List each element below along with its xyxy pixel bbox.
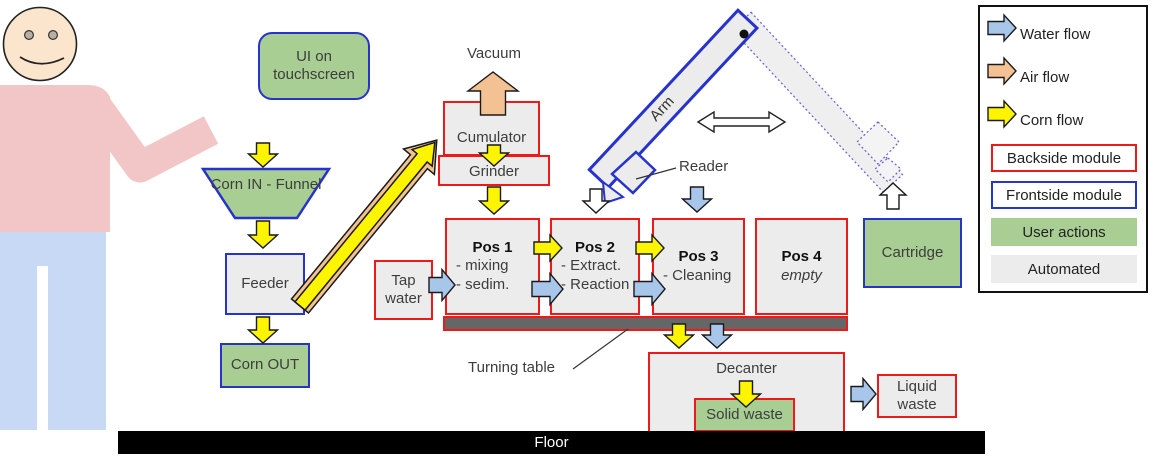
vacuum-label: Vacuum bbox=[467, 45, 521, 62]
corn-flow-arrow-grinder-to-pos1 bbox=[477, 186, 511, 215]
turning-table-pointer-line bbox=[572, 328, 629, 370]
water-flow-arrow-tap-to-pos1 bbox=[428, 267, 456, 303]
person-eye-left bbox=[24, 30, 35, 41]
tap-water-module: Tap water bbox=[374, 260, 433, 320]
ui-touchscreen-module: UI on touchscreen bbox=[258, 32, 370, 100]
person-torso bbox=[0, 85, 110, 232]
pos3-line1: - Cleaning bbox=[663, 266, 732, 284]
tap-water-label: Tap water bbox=[385, 271, 422, 307]
corn-out-label: Corn OUT bbox=[230, 356, 300, 374]
corn-flow-arrow-pos2-to-pos3 bbox=[635, 233, 665, 263]
arm-ghost-position bbox=[731, 11, 904, 194]
ui-touchscreen-label: UI on touchscreen bbox=[273, 47, 355, 83]
legend-corn-flow-arrow bbox=[987, 99, 1017, 129]
pos3-module: Pos 3 - Cleaning bbox=[652, 218, 745, 315]
pos4-title: Pos 4 bbox=[781, 248, 822, 266]
corn-in-funnel-shape bbox=[200, 167, 332, 220]
air-flow-arrow-vacuum bbox=[465, 71, 521, 116]
turning-table-label: Turning table bbox=[468, 359, 555, 376]
person-arm bbox=[79, 90, 219, 183]
reader-pointer-line bbox=[635, 167, 677, 180]
robot-arm bbox=[587, 8, 760, 190]
floor-label: Floor bbox=[534, 434, 569, 451]
arm-swing-arrow bbox=[696, 110, 787, 134]
legend-water-flow-label: Water flow bbox=[1020, 26, 1091, 43]
person-legs bbox=[0, 232, 106, 430]
legend: Water flow Air flow Corn flow Backside m… bbox=[978, 5, 1148, 293]
pos1-title: Pos 1 bbox=[472, 239, 513, 257]
pos4-line1: empty bbox=[781, 266, 822, 284]
corn-flow-arrow-decanter-to-solid bbox=[729, 380, 763, 408]
corn-flow-arrow-table-to-decanter bbox=[662, 323, 696, 349]
legend-frontside-module: Frontside module bbox=[991, 181, 1137, 209]
water-flow-arrow-pos2-to-pos3 bbox=[633, 271, 666, 307]
cumulator-label: Cumulator bbox=[456, 128, 527, 146]
person-eye-right bbox=[47, 30, 58, 41]
corn-flow-arrow-feeder-to-cornout bbox=[246, 316, 280, 344]
pos2-line1: - Extract. bbox=[561, 257, 622, 275]
reader-label: Reader bbox=[679, 158, 729, 175]
corn-out-module: Corn OUT bbox=[220, 343, 310, 388]
solid-waste-label: Solid waste bbox=[706, 405, 783, 423]
legend-air-flow-arrow bbox=[987, 56, 1017, 86]
pos3-title: Pos 3 bbox=[678, 248, 719, 266]
reader-device bbox=[610, 150, 657, 195]
water-flow-arrow-pos1-to-pos2 bbox=[531, 271, 564, 307]
arm-ghost-reader bbox=[856, 121, 900, 165]
legend-user-actions: User actions bbox=[991, 218, 1137, 246]
corn-in-funnel-label: Corn IN - Funnel bbox=[210, 176, 322, 193]
legend-corn-flow-label: Corn flow bbox=[1020, 112, 1084, 129]
pos4-module: Pos 4 empty bbox=[755, 218, 848, 315]
water-flow-arrow-decanter-to-liquid bbox=[850, 376, 877, 412]
water-flow-arrow-table-to-decanter bbox=[700, 323, 734, 349]
liquid-waste-module: Liquid waste bbox=[877, 374, 957, 418]
person-smile bbox=[19, 56, 65, 65]
grinder-label: Grinder bbox=[468, 162, 520, 180]
person-figure bbox=[0, 6, 219, 430]
turning-table-bar bbox=[443, 316, 848, 331]
feeder-label: Feeder bbox=[241, 274, 289, 292]
arm-drop-arrow-pos2 bbox=[581, 188, 611, 214]
corn-flow-arrow-pos1-to-pos2 bbox=[533, 233, 563, 263]
decanter-label: Decanter bbox=[716, 360, 777, 377]
cartridge-module: Cartridge bbox=[863, 218, 962, 288]
arm-pivot-dot bbox=[739, 29, 749, 39]
person-head bbox=[2, 6, 78, 82]
corn-flow-arrow-feeder-to-cumulator bbox=[293, 141, 436, 312]
legend-automated: Automated bbox=[991, 255, 1137, 283]
pos1-module: Pos 1 - mixing - sedim. bbox=[445, 218, 540, 315]
legend-backside-module: Backside module bbox=[991, 144, 1137, 172]
pos1-line1: - mixing bbox=[456, 257, 509, 275]
feeder-module: Feeder bbox=[225, 253, 305, 315]
legend-air-flow-label: Air flow bbox=[1020, 69, 1070, 86]
arm-ghost-tip bbox=[874, 157, 902, 183]
pos2-line2: - Reaction bbox=[561, 275, 630, 293]
corn-flow-arrow-cumulator-to-grinder bbox=[477, 144, 511, 167]
cartridge-up-arrow bbox=[878, 182, 908, 210]
pos2-module: Pos 2 - Extract. - Reaction bbox=[550, 218, 640, 315]
pos1-line2: - sedim. bbox=[456, 275, 510, 293]
legend-water-flow-arrow bbox=[987, 13, 1017, 43]
liquid-waste-label: Liquid waste bbox=[896, 377, 938, 413]
corn-flow-arrow-funnel-to-feeder bbox=[246, 220, 280, 249]
arm-tip bbox=[601, 179, 626, 205]
pos2-title: Pos 2 bbox=[574, 239, 616, 257]
floor-bar: Floor bbox=[118, 431, 985, 454]
cartridge-label: Cartridge bbox=[881, 243, 944, 261]
corn-flow-arrow-user-to-funnel bbox=[246, 142, 280, 168]
water-flow-arrow-pos3 bbox=[680, 186, 714, 213]
